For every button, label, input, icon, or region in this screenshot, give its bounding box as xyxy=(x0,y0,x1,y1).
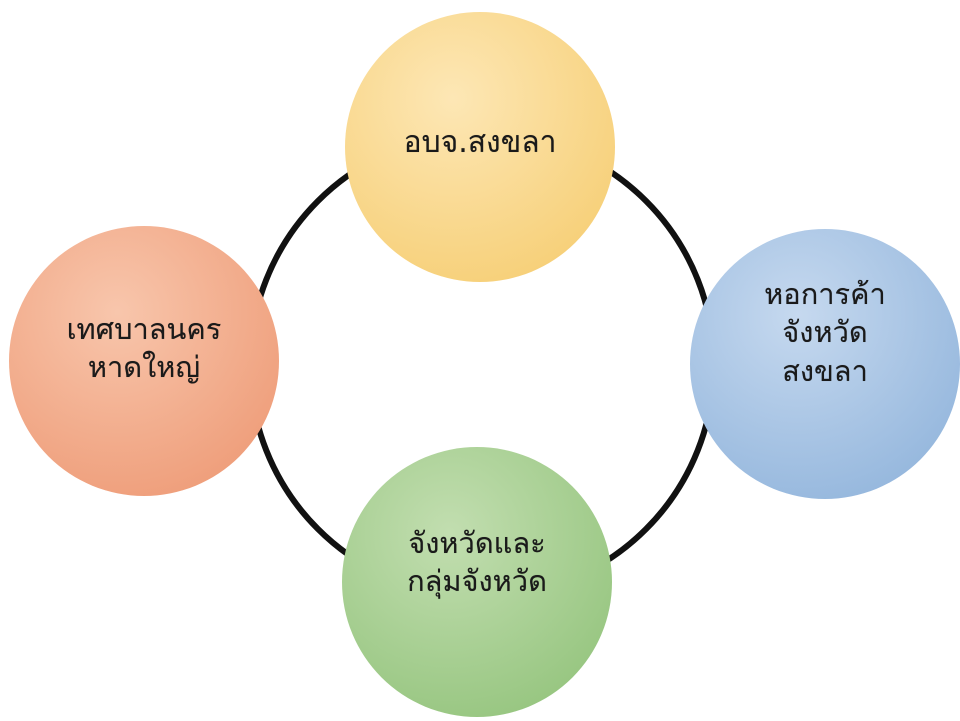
cycle-node-circle-left[interactable] xyxy=(9,226,279,496)
cycle-node-circle-bottom[interactable] xyxy=(342,447,612,717)
cycle-node-circle-right[interactable] xyxy=(690,229,960,499)
cycle-node-circle-top[interactable] xyxy=(345,12,615,282)
